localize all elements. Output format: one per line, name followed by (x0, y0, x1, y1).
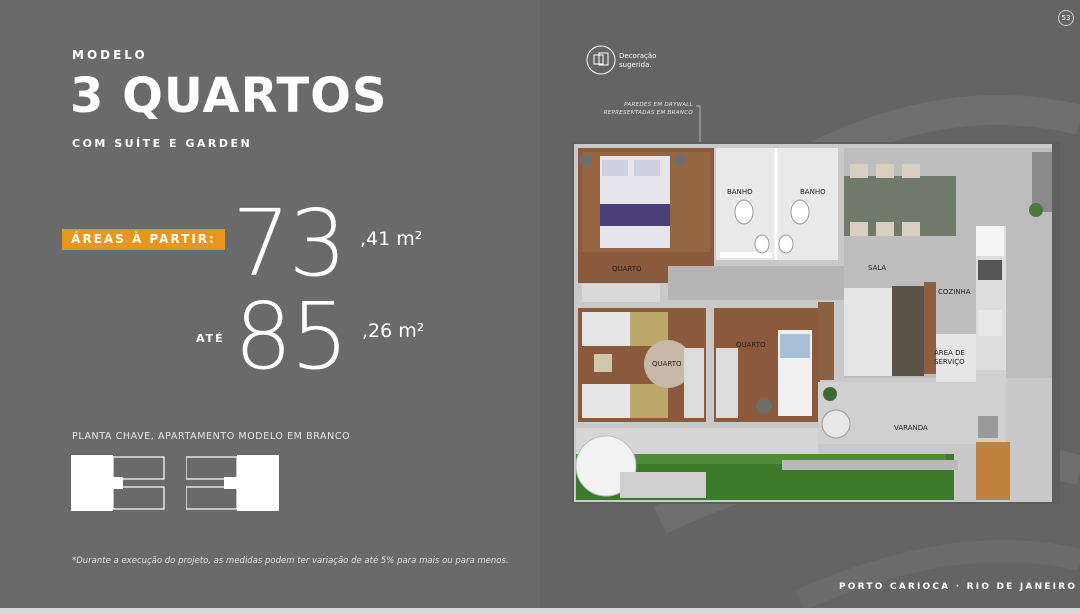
areas-badge: ÁREAS À PARTIR: (62, 229, 225, 250)
model-label: MODELO (72, 48, 148, 62)
page-number-badge: 53 (1058, 10, 1074, 26)
drywall-line-1: PAREDES EM DRYWALL (624, 102, 693, 108)
key-plan-right (186, 455, 279, 511)
decoration-line-1: Decoração (619, 52, 657, 60)
drywall-note: PAREDES EM DRYWALL REPRESENTADAS EM BRAN… (590, 101, 693, 117)
max-area-decimal: ,26 m² (362, 320, 425, 342)
disclaimer-footnote: *Durante a execução do projeto, as medid… (72, 556, 509, 566)
decoration-logo-icon (586, 45, 616, 75)
drywall-line-2: REPRESENTADAS EM BRANCO (603, 110, 693, 116)
room-label-varanda: VARANDA (894, 424, 928, 432)
room-label-area-servico-2: SERVIÇO (934, 358, 965, 366)
ate-label: ATÉ (196, 332, 225, 345)
min-area-number: 73 (232, 190, 347, 297)
room-label-area-servico-1: ÁREA DE (934, 348, 965, 357)
room-label-banho-1: BANHO (727, 188, 753, 196)
min-area-decimal: ,41 m² (360, 228, 423, 250)
decoration-line-2: sugerida. (619, 61, 652, 69)
floor-plan: QUARTO BANHO BANHO SALA COZINHA QUARTO Q… (572, 142, 1060, 504)
room-label-banho-2: BANHO (800, 188, 826, 196)
page-subtitle: COM SUÍTE E GARDEN (72, 137, 253, 150)
room-label-quarto-2: QUARTO (652, 360, 682, 368)
key-plan-label: PLANTA CHAVE, APARTAMENTO MODELO EM BRAN… (72, 431, 351, 442)
bottom-strip (0, 608, 1080, 614)
room-label-sala: SALA (868, 264, 886, 272)
info-panel: MODELO 3 QUARTOS COM SUÍTE E GARDEN ÁREA… (0, 0, 540, 608)
decoration-note: Decoração sugerida. (619, 52, 656, 70)
location-label: PORTO CARIOCA · RIO DE JANEIRO (839, 582, 1078, 592)
room-label-quarto-3: QUARTO (736, 341, 766, 349)
max-area-number: 85 (234, 283, 349, 390)
page-title: 3 QUARTOS (70, 68, 388, 124)
room-label-cozinha: COZINHA (938, 288, 971, 296)
room-label-quarto-suite: QUARTO (612, 265, 642, 273)
key-plan-left (71, 455, 165, 511)
